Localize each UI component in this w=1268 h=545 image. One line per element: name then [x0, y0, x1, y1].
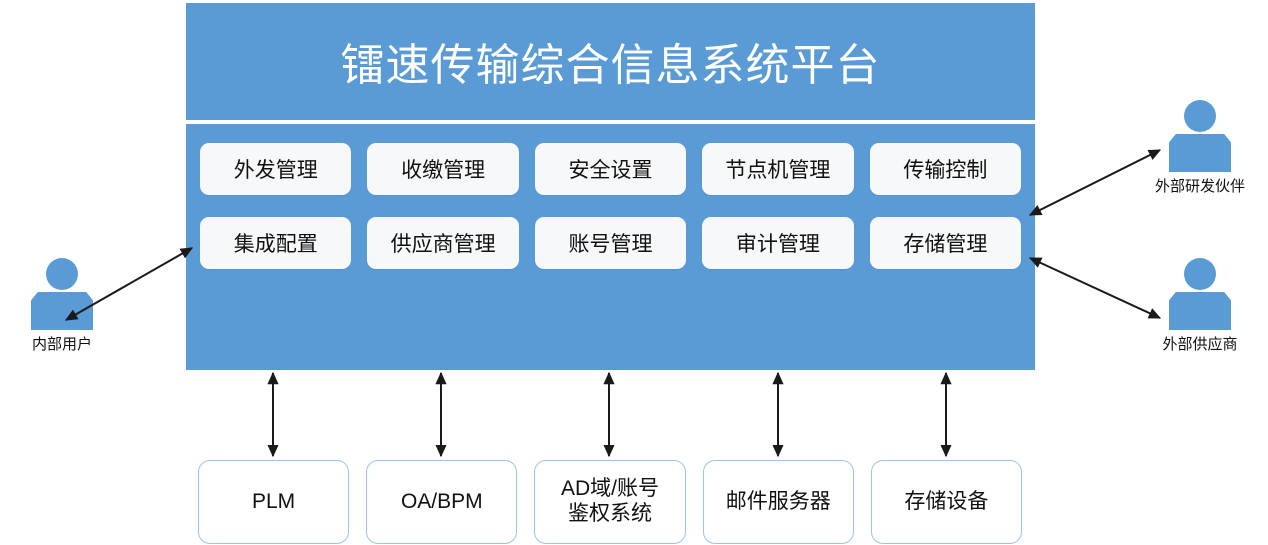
- module-box-shoujiao-guanli[interactable]: 收缴管理: [367, 143, 519, 195]
- person-icon: [31, 258, 93, 330]
- system-label-line1: AD域/账号: [561, 477, 660, 501]
- actor-external-rd-partner[interactable]: 外部研发伙伴: [1140, 100, 1260, 196]
- actor-label: 外部供应商: [1162, 336, 1238, 353]
- system-label: OA/BPM: [400, 489, 483, 513]
- system-label: 存储设备: [904, 489, 989, 513]
- person-head-icon: [1184, 100, 1216, 132]
- person-body-icon: [1169, 134, 1231, 172]
- person-head-icon: [1184, 258, 1216, 290]
- platform-panel: 镭速传输综合信息系统平台 外发管理 收缴管理 安全设置 节点机管理 传输控制 集…: [186, 3, 1035, 370]
- system-box-ad-auth[interactable]: AD域/账号 鉴权系统: [534, 460, 686, 544]
- system-box-oa-bpm[interactable]: OA/BPM: [366, 460, 518, 544]
- person-icon: [1169, 100, 1231, 172]
- system-label: PLM: [252, 489, 296, 513]
- module-box-shenji-guanli[interactable]: 审计管理: [702, 217, 854, 269]
- module-row: 集成配置 供应商管理 账号管理 审计管理 存储管理: [200, 217, 1022, 269]
- module-box-jicheng-peizhi[interactable]: 集成配置: [200, 217, 352, 269]
- module-box-jiedianji-guanli[interactable]: 节点机管理: [702, 143, 854, 195]
- system-box-storage-device[interactable]: 存储设备: [870, 460, 1023, 544]
- person-icon: [1169, 258, 1231, 330]
- module-box-gongyingshang-guanli[interactable]: 供应商管理: [367, 217, 519, 269]
- external-systems-row: PLM OA/BPM AD域/账号 鉴权系统 邮件服务器 存储设备: [198, 460, 1023, 544]
- module-box-zhanghao-guanli[interactable]: 账号管理: [534, 217, 687, 269]
- system-label: AD域/账号 鉴权系统: [561, 477, 659, 527]
- actor-label: 外部研发伙伴: [1154, 178, 1245, 195]
- system-label-line2: 鉴权系统: [568, 502, 652, 525]
- system-box-plm[interactable]: PLM: [198, 460, 350, 544]
- person-head-icon: [46, 258, 78, 290]
- module-box-waifa-guanli[interactable]: 外发管理: [200, 143, 352, 195]
- system-label: 邮件服务器: [725, 489, 831, 513]
- title-divider: [186, 120, 1035, 124]
- actor-external-supplier[interactable]: 外部供应商: [1140, 258, 1260, 354]
- module-grid: 外发管理 收缴管理 安全设置 节点机管理 传输控制 集成配置 供应商管理 账号管…: [200, 143, 1022, 269]
- module-box-chuanshu-kongzhi[interactable]: 传输控制: [869, 143, 1022, 195]
- page-title: 镭速传输综合信息系统平台: [340, 41, 881, 90]
- module-row: 外发管理 收缴管理 安全设置 节点机管理 传输控制: [200, 143, 1022, 195]
- actor-label: 内部用户: [31, 336, 92, 353]
- actor-internal-user[interactable]: 内部用户: [2, 258, 122, 354]
- module-box-anquan-shezhi[interactable]: 安全设置: [534, 143, 687, 195]
- person-body-icon: [31, 292, 93, 330]
- person-body-icon: [1169, 292, 1231, 330]
- module-box-cunchu-guanli[interactable]: 存储管理: [869, 217, 1022, 269]
- system-box-mail-server[interactable]: 邮件服务器: [702, 460, 854, 544]
